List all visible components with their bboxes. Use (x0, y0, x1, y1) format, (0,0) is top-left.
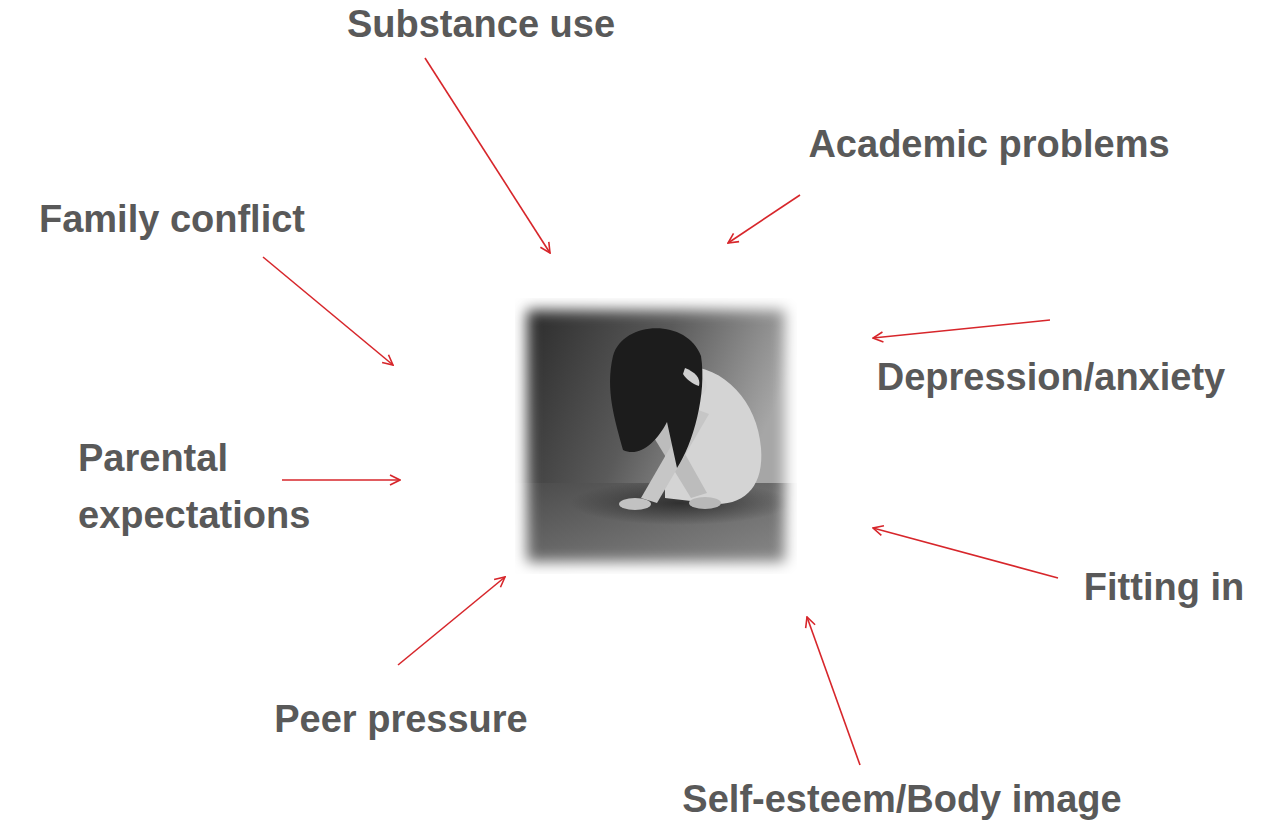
hair (610, 328, 702, 468)
factor-label: Self-esteem/Body image (682, 777, 1121, 823)
factor-label: Parental expectations (78, 430, 368, 544)
photo-content (515, 298, 797, 574)
factor-label: Substance use (347, 2, 615, 48)
factor-label: Academic problems (808, 122, 1169, 168)
hand (683, 368, 699, 386)
pointer-arrow (425, 58, 550, 253)
factor-label: Depression/anxiety (877, 355, 1225, 401)
foot (619, 498, 651, 510)
pointer-arrow (807, 617, 860, 765)
foot (689, 497, 721, 509)
factor-label: Fitting in (1084, 565, 1244, 611)
pointer-arrow (398, 577, 505, 665)
factor-label: Peer pressure (274, 697, 528, 743)
pointer-arrow (282, 479, 400, 481)
pointer-arrow (873, 528, 1058, 578)
pointer-arrow (873, 320, 1050, 338)
distressed-person-photo (515, 298, 797, 574)
pointer-arrow (263, 257, 393, 365)
factor-label: Family conflict (39, 197, 305, 243)
pointer-arrow (728, 195, 800, 243)
